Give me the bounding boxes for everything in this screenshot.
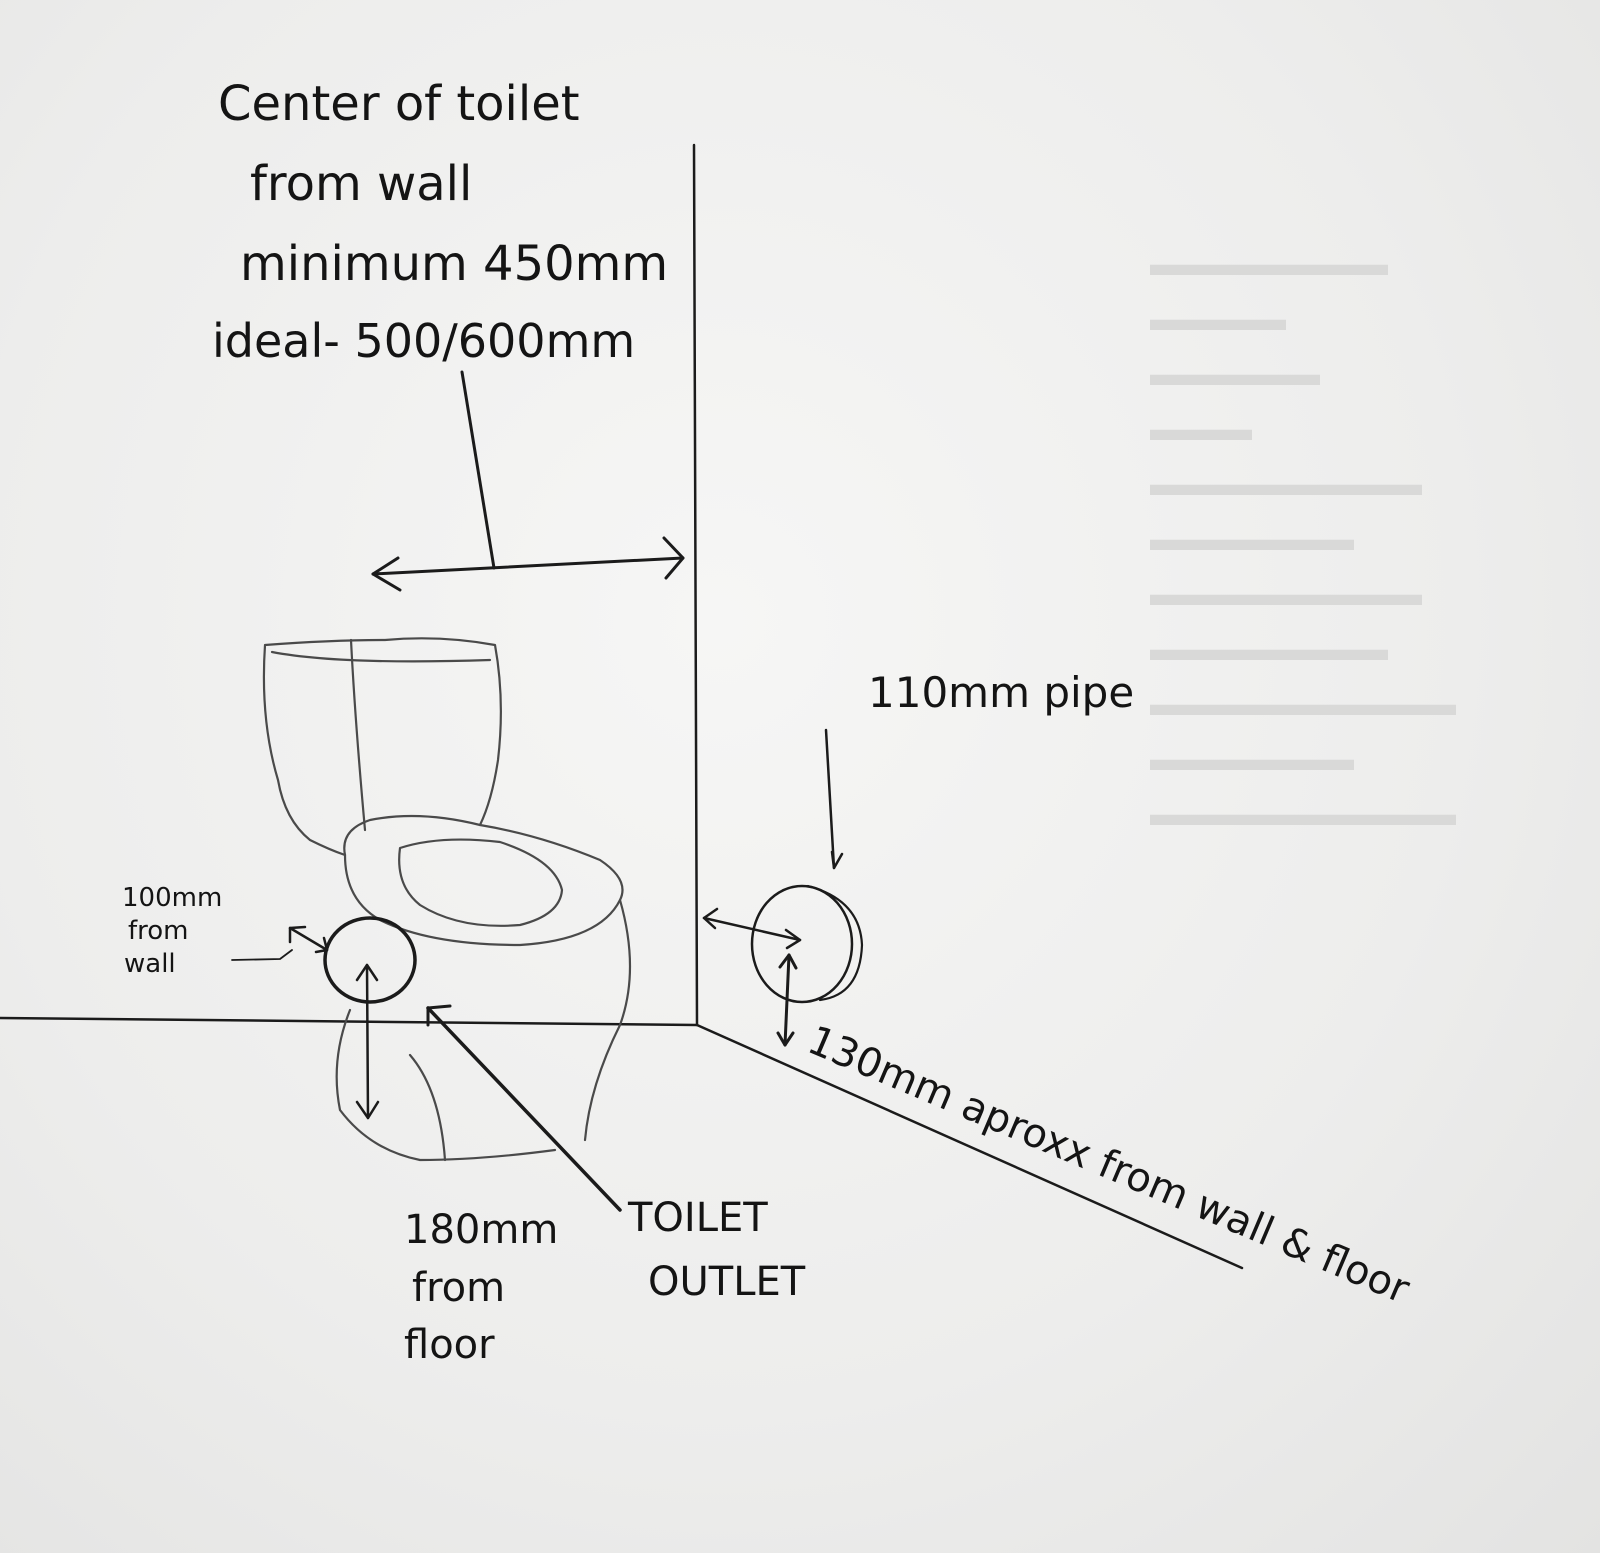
arrow-head-right [662, 536, 685, 580]
bleed-through-text: ▬▬▬ [1150, 410, 1252, 448]
floor-wall-line [0, 1016, 699, 1027]
label-toilet: TOILET [628, 1195, 768, 1241]
bleed-through-text: ▬▬▬▬▬▬▬ [1150, 630, 1388, 668]
toilet-trap-curve [408, 1053, 447, 1162]
toilet-sketch [262, 637, 632, 1162]
bleed-through-text: ▬▬▬▬▬▬▬▬ [1150, 575, 1422, 613]
bleed-through-text: ▬▬▬▬ [1150, 300, 1286, 338]
label-from: from [128, 916, 189, 946]
arrow-head [355, 1100, 380, 1120]
bleed-through-text: ▬▬▬▬▬ [1150, 355, 1320, 393]
toilet-seat [343, 814, 624, 947]
arrow-head [776, 1031, 795, 1047]
arrow-head [288, 925, 307, 944]
label-pipe-size: 110mm pipe [868, 668, 1135, 717]
label-100mm: 100mm [122, 883, 223, 913]
floor-corner-line [695, 1023, 1244, 1270]
arrow-head [784, 928, 802, 950]
label-outlet: OUTLET [648, 1259, 806, 1305]
arrow-head [355, 963, 379, 982]
toilet-outlet-circle [323, 916, 417, 1004]
arrow-head [702, 907, 719, 930]
toilet-base [335, 1008, 557, 1162]
bleed-through-text: ▬▬▬▬▬▬▬▬▬ [1150, 795, 1456, 833]
wall-pipe-circle [750, 884, 854, 1004]
center-leader-line [460, 370, 496, 570]
outlet-floor-arrow [365, 963, 370, 1120]
cistern-corner-edge [349, 638, 367, 832]
cistern-lid-edge [270, 650, 492, 663]
arrow-head-left [371, 556, 402, 592]
label-wall: wall [124, 949, 176, 979]
bleed-through-text: ▬▬▬▬▬▬ [1150, 740, 1354, 778]
toilet-pedestal-right [583, 898, 632, 1142]
note-line-4: ideal- 500/600mm [212, 314, 636, 368]
bleed-through-text: ▬▬▬▬▬▬▬▬▬ [1150, 685, 1456, 723]
label-from: from [412, 1265, 506, 1311]
wall-line [692, 143, 699, 1027]
bleed-through-text: ▬▬▬▬▬▬ [1150, 520, 1354, 558]
cistern-outline [262, 637, 502, 857]
center-dimension-arrow [371, 556, 685, 576]
arrow-head [314, 936, 329, 954]
label-180mm: 180mm [404, 1207, 559, 1253]
bleed-through-text: ▬▬▬▬▬▬▬ [1150, 245, 1388, 283]
toilet-bowl-opening [398, 838, 564, 927]
wall-pipe-depth [806, 884, 864, 1002]
outlet-wall-arrow [288, 926, 329, 952]
arrow-head [830, 850, 844, 870]
note-line-1: Center of toilet [218, 76, 580, 132]
note-line-2: from wall [250, 156, 473, 212]
label-leader-line [231, 949, 293, 961]
label-floor: floor [404, 1322, 495, 1368]
arrow-head [426, 1004, 452, 1027]
pipe-leader-line [824, 728, 836, 870]
pipe-wall-arrow [702, 916, 802, 942]
arrow-head [778, 953, 798, 970]
pipe-floor-arrow [783, 953, 791, 1047]
note-line-3: minimum 450mm [240, 236, 669, 292]
toilet-outlet-leader [426, 1006, 622, 1212]
bleed-through-text: ▬▬▬▬▬▬▬▬ [1150, 465, 1422, 503]
